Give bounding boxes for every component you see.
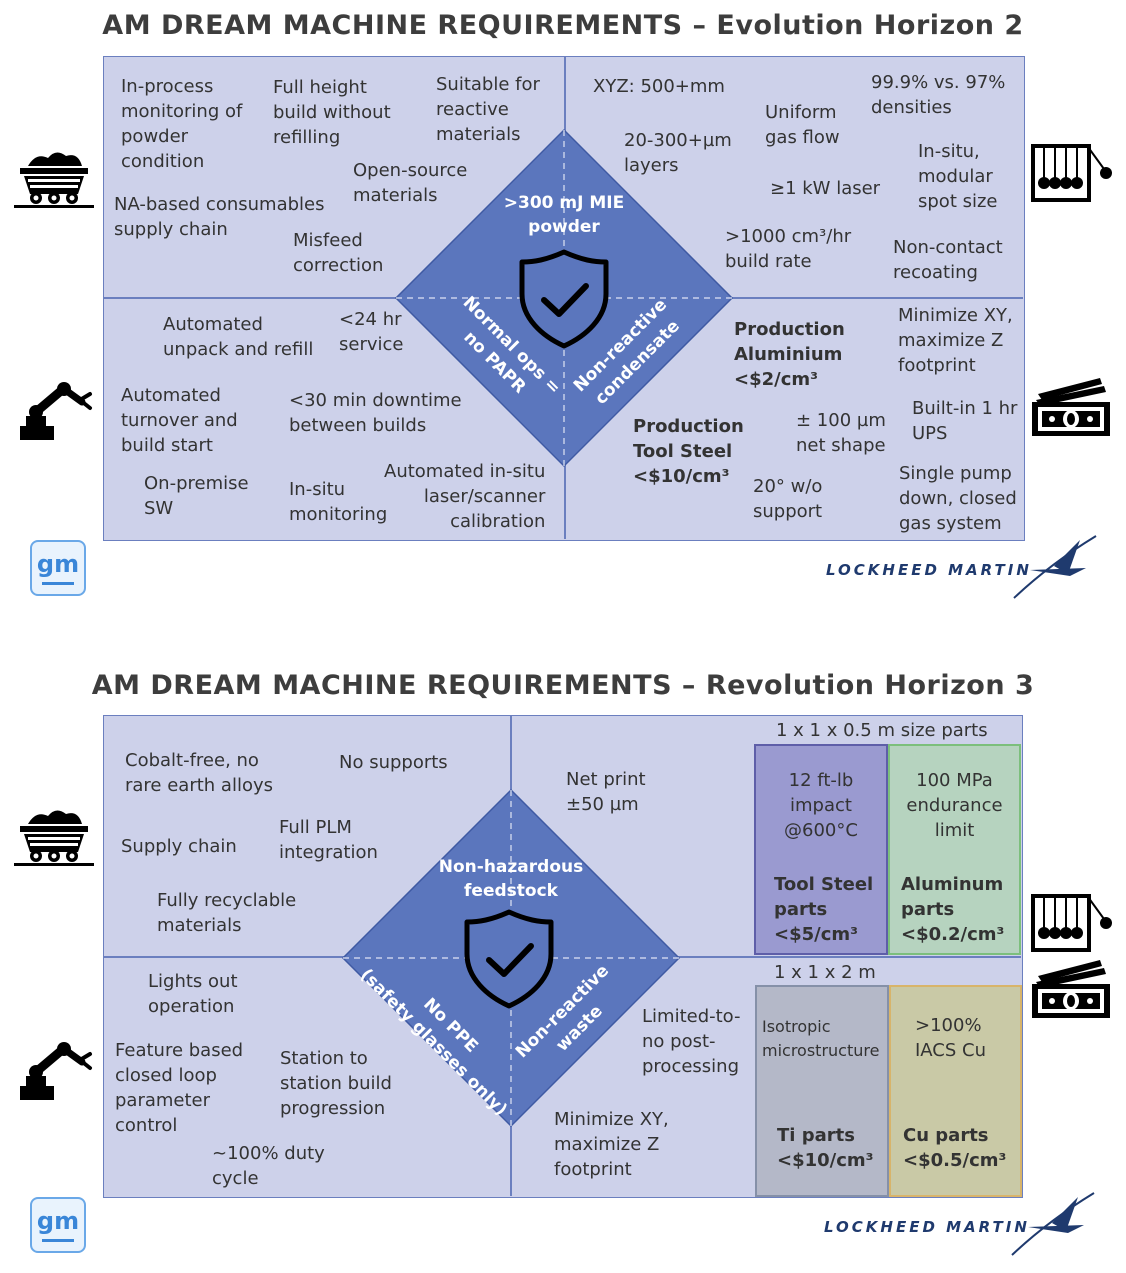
h3-box-cu: >100% IACS Cu Cu parts <$0.5/cm³ <box>889 985 1022 1197</box>
h2-br-1: Minimize XY, maximize Z footprint <box>898 305 1013 376</box>
shield-check-icon <box>464 909 554 1009</box>
robot-arm-icon <box>20 1042 92 1100</box>
h2-bl-4: On-premise SW <box>144 473 249 519</box>
lockheed-martin-logo: LOCKHEED MARTIN <box>826 561 1032 579</box>
gm-logo: gm <box>30 1197 86 1253</box>
h2-bl-6: Automated in-situ laser/scanner calibrat… <box>384 461 546 532</box>
h3-box-ti: Isotropic microstructure Ti parts <$10/c… <box>755 985 889 1197</box>
h2-br-4: ± 100 µm net shape <box>796 410 886 456</box>
h2-bl-3: <30 min downtime between builds <box>289 390 462 436</box>
h3-box-tool-steel-spec: 12 ft-lb impact @600°C <box>784 770 858 841</box>
mine-cart-icon <box>14 810 94 866</box>
h3-tr-0: Net print ±50 µm <box>566 769 646 815</box>
h2-br-2: Built-in 1 hr UPS <box>912 398 1018 444</box>
h3-box-cu-part: Cu parts <$0.5/cm³ <box>903 1125 1007 1171</box>
h3-bl-0: Lights out operation <box>148 971 238 1017</box>
mine-cart-icon <box>14 152 94 208</box>
h2-bl-1: <24 hr service <box>339 309 404 355</box>
h3-box-ti-part: Ti parts <$10/cm³ <box>777 1125 874 1171</box>
shield-check-icon <box>519 249 609 349</box>
h3-bl-2: Station to station build progression <box>280 1048 392 1119</box>
h3-diamond <box>341 788 681 1128</box>
lockheed-star-icon <box>1013 535 1097 599</box>
h2-tl-4: NA-based consumables supply chain <box>114 194 325 240</box>
h3-box-ti-spec: Isotropic microstructure <box>762 1017 880 1060</box>
h2-tl-5: Misfeed correction <box>293 230 384 276</box>
h2-tl-1: Full height build without refilling <box>273 77 391 148</box>
lockheed-star-icon <box>1011 1192 1095 1256</box>
h3-box-aluminum-part: Aluminum parts <$0.2/cm³ <box>901 874 1005 945</box>
h2-tr-6: >1000 cm³/hr build rate <box>725 226 852 272</box>
h2-tr-2: Uniform gas flow <box>765 102 840 148</box>
h2-tr-1: 99.9% vs. 97% densities <box>871 72 1006 118</box>
h2-diamond-top: >300 mJ MIE powder <box>503 193 625 237</box>
h2-bl-2: Automated turnover and build start <box>121 385 238 456</box>
h2-bl-0: Automated unpack and refill <box>163 314 314 360</box>
h2-tr-0: XYZ: 500+mm <box>593 76 725 97</box>
h3-tl-0: Cobalt-free, no rare earth alloys <box>125 750 273 796</box>
robot-arm-icon <box>20 382 92 440</box>
h3-box-tool-steel: 12 ft-lb impact @600°C Tool Steel parts … <box>754 744 888 955</box>
gm-logo: gm <box>30 540 86 596</box>
h3-tl-3: Full PLM integration <box>279 817 378 863</box>
h2-tr-3: 20-300+µm layers <box>624 130 732 176</box>
h2-br-5: 20° w/o support <box>753 476 823 522</box>
money-icon <box>1032 378 1110 436</box>
h3-size-top: 1 x 1 x 0.5 m size parts <box>776 720 988 741</box>
h2-tl-2: Suitable for reactive materials <box>436 74 540 145</box>
h2-br-0: Production Aluminium <$2/cm³ <box>734 319 845 390</box>
h3-size-bottom: 1 x 1 x 2 m <box>774 962 876 983</box>
newtons-cradle-icon <box>1031 894 1112 952</box>
h3-box-aluminum: 100 MPa endurance limit Aluminum parts <… <box>888 744 1021 955</box>
h2-tl-0: In-process monitoring of powder conditio… <box>121 76 243 172</box>
h3-tl-1: No supports <box>339 752 448 773</box>
h3-title: AM DREAM MACHINE REQUIREMENTS – Revoluti… <box>91 670 1035 701</box>
money-icon <box>1032 960 1110 1018</box>
h2-tr-4: In-situ, modular spot size <box>918 141 998 212</box>
h3-box-aluminum-spec: 100 MPa endurance limit <box>906 770 1003 841</box>
h2-title: AM DREAM MACHINE REQUIREMENTS – Evolutio… <box>102 10 1024 41</box>
h2-br-3: Production Tool Steel <$10/cm³ <box>633 416 744 487</box>
h3-box-tool-steel-part: Tool Steel parts <$5/cm³ <box>774 874 874 945</box>
h2-tl-3: Open-source materials <box>353 160 468 206</box>
h3-tl-4: Fully recyclable materials <box>157 890 297 936</box>
newtons-cradle-icon <box>1031 144 1112 202</box>
h2-tr-7: Non-contact recoating <box>893 237 1003 283</box>
h2-tr-5: ≥1 kW laser <box>770 178 881 199</box>
h3-tl-2: Supply chain <box>121 836 237 857</box>
h3-diamond-top: Non-hazardous feedstock <box>438 857 584 901</box>
h3-bl-3: ~100% duty cycle <box>212 1143 325 1189</box>
h3-br-0: Limited-to- no post- processing <box>642 1006 741 1077</box>
h3-bl-1: Feature based closed loop parameter cont… <box>115 1040 244 1136</box>
h3-br-1: Minimize XY, maximize Z footprint <box>554 1109 669 1180</box>
h2-diamond <box>394 128 734 468</box>
lockheed-martin-logo: LOCKHEED MARTIN <box>824 1218 1030 1236</box>
h2-br-6: Single pump down, closed gas system <box>899 463 1017 534</box>
h2-bl-5: In-situ monitoring <box>289 479 388 525</box>
h3-box-cu-spec: >100% IACS Cu <box>915 1015 986 1061</box>
